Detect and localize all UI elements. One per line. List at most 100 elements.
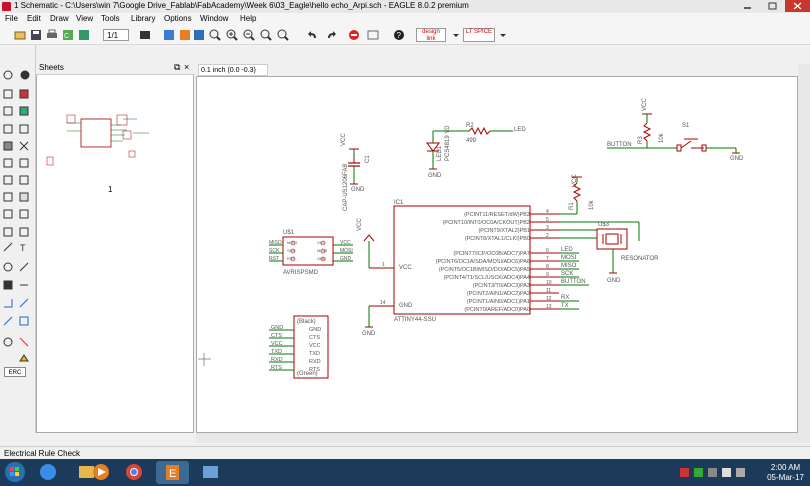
- svg-text:(Black): (Black): [297, 319, 316, 325]
- menu-help[interactable]: Help: [240, 14, 257, 23]
- eagle-taskbar-icon[interactable]: E: [156, 461, 189, 484]
- svg-text:VCC: VCC: [309, 343, 321, 349]
- close-icon[interactable]: ×: [184, 62, 190, 72]
- vertical-scrollbar[interactable]: [798, 64, 810, 433]
- run-icon[interactable]: [193, 29, 205, 41]
- svg-text:13: 13: [546, 304, 552, 310]
- maximize-button[interactable]: [760, 0, 785, 12]
- tool-icons[interactable]: T: [0, 45, 35, 385]
- svg-text:LED: LED: [514, 127, 526, 133]
- svg-text:(PCINT11/RESET/dW)PB3: (PCINT11/RESET/dW)PB3: [464, 212, 530, 218]
- zoom-fit-icon[interactable]: [209, 29, 221, 41]
- go-icon[interactable]: [367, 29, 379, 41]
- library-icon[interactable]: [179, 29, 191, 41]
- schematic-drawing[interactable]: VCC GND C1 CAP-US1206FAB GND LED1 PCS481…: [197, 77, 799, 434]
- ie-icon[interactable]: [32, 461, 65, 484]
- help-icon[interactable]: ?: [393, 29, 405, 41]
- menu-edit[interactable]: Edit: [27, 14, 41, 23]
- eagle-app-icon: [2, 2, 11, 11]
- svg-text:GND: GND: [340, 256, 352, 262]
- svg-text:5: 5: [546, 217, 549, 223]
- chevron-down-icon[interactable]: [499, 29, 507, 41]
- ftdi-header: (Black) (Green) GND CTS VCC TXD RXD RTS …: [269, 315, 329, 379]
- start-button[interactable]: [2, 461, 29, 484]
- svg-text:(PCINT10/INT0/OC0A/CKOUT)PB2: (PCINT10/INT0/OC0A/CKOUT)PB2: [443, 220, 530, 226]
- clock-date: 05-Mar-17: [767, 473, 804, 482]
- zoom-select-icon[interactable]: [277, 29, 289, 41]
- undo-icon[interactable]: [307, 29, 319, 41]
- menu-view[interactable]: View: [76, 14, 94, 23]
- sheets-title: Sheets: [39, 63, 64, 72]
- svg-text:GND: GND: [271, 325, 283, 331]
- ic1-attiny44: IC1 ATTINY44-SSU VCC GND 1 14 VCC GND (P…: [357, 200, 640, 337]
- schematic-canvas[interactable]: VCC GND C1 CAP-US1206FAB GND LED1 PCS481…: [196, 76, 798, 433]
- sheet-number: 1: [108, 185, 113, 194]
- media-player-icon[interactable]: [85, 461, 118, 484]
- print-icon[interactable]: [46, 29, 58, 41]
- tray-icons[interactable]: [680, 466, 750, 480]
- photos-icon[interactable]: [194, 461, 227, 484]
- svg-text:10: 10: [546, 280, 552, 286]
- svg-text:GND: GND: [730, 156, 744, 162]
- svg-text:GND: GND: [351, 187, 365, 193]
- sheet-thumbnail[interactable]: [37, 75, 193, 225]
- svg-text:R3: R3: [638, 136, 644, 144]
- svg-text:CTS: CTS: [271, 333, 282, 339]
- script-icon[interactable]: [139, 29, 151, 41]
- minimize-button[interactable]: [735, 0, 760, 12]
- design-link-button[interactable]: design link: [416, 28, 446, 42]
- svg-text:(PCINT1/AIN0/ADC1)PA1: (PCINT1/AIN0/ADC1)PA1: [467, 299, 530, 305]
- svg-text:8: 8: [546, 264, 549, 270]
- svg-text:?: ?: [397, 31, 402, 40]
- sheet-select[interactable]: 1/1: [103, 29, 129, 41]
- system-clock[interactable]: 2:00 AM 05-Mar-17: [767, 463, 804, 483]
- horizontal-scrollbar[interactable]: [196, 433, 810, 443]
- ulp-icon[interactable]: [163, 29, 175, 41]
- close-window-button[interactable]: [785, 0, 810, 12]
- menu-options[interactable]: Options: [164, 14, 192, 23]
- svg-text:(PCINT8/XTAL1/CLKI)PB0: (PCINT8/XTAL1/CLKI)PB0: [465, 236, 530, 242]
- svg-text:14: 14: [380, 300, 386, 306]
- menu-library[interactable]: Library: [131, 14, 156, 23]
- zoom-redraw-icon[interactable]: [260, 29, 272, 41]
- open-icon[interactable]: [14, 29, 26, 41]
- menu-file[interactable]: File: [5, 14, 18, 23]
- chrome-icon[interactable]: [118, 461, 151, 484]
- erc-button[interactable]: ERC: [4, 367, 26, 377]
- svg-text:MOSI: MOSI: [340, 248, 353, 254]
- svg-text:RESONATOR: RESONATOR: [621, 256, 659, 262]
- redo-icon[interactable]: [325, 29, 337, 41]
- svg-text:(PCINT3/T0/ADC3)PA3: (PCINT3/T0/ADC3)PA3: [473, 283, 530, 289]
- window-title: 1 Schematic - C:\Users\win 7\Google Driv…: [14, 1, 469, 10]
- svg-text:3: 3: [546, 225, 549, 231]
- undock-icon[interactable]: ⧉: [174, 62, 181, 72]
- svg-text:AVRISPSMD: AVRISPSMD: [283, 270, 319, 276]
- cam-icon[interactable]: C: [62, 29, 74, 41]
- svg-text:VCC: VCC: [399, 265, 412, 271]
- svg-text:1: 1: [382, 262, 385, 268]
- title-bar: 1 Schematic - C:\Users\win 7\Google Driv…: [0, 0, 810, 14]
- svg-text:GND: GND: [428, 173, 442, 179]
- chevron-down-icon[interactable]: [452, 29, 460, 41]
- svg-text:7: 7: [546, 256, 549, 262]
- stop-icon[interactable]: [348, 29, 360, 41]
- svg-text:ATTINY44-SSU: ATTINY44-SSU: [394, 317, 436, 323]
- lt-spice-button[interactable]: LT SPICE: [463, 28, 495, 42]
- zoom-out-icon[interactable]: [243, 29, 255, 41]
- status-bar: Electrical Rule Check: [0, 446, 810, 460]
- zoom-in-icon[interactable]: [226, 29, 238, 41]
- explorer-icon[interactable]: [70, 461, 103, 484]
- main-toolbar: C 1/1 ? design link LT SPICE: [0, 26, 810, 45]
- svg-text:U$3: U$3: [598, 222, 610, 228]
- clock-time: 2:00 AM: [770, 463, 801, 472]
- svg-text:VCC: VCC: [341, 133, 347, 146]
- svg-text:9: 9: [546, 272, 549, 278]
- svg-text:E: E: [169, 468, 176, 480]
- menu-draw[interactable]: Draw: [50, 14, 69, 23]
- svg-text:TXD: TXD: [309, 351, 320, 357]
- svg-text:(Green): (Green): [297, 371, 318, 377]
- save-icon[interactable]: [30, 29, 42, 41]
- board-icon[interactable]: [78, 29, 90, 41]
- menu-tools[interactable]: Tools: [101, 14, 120, 23]
- menu-window[interactable]: Window: [200, 14, 229, 23]
